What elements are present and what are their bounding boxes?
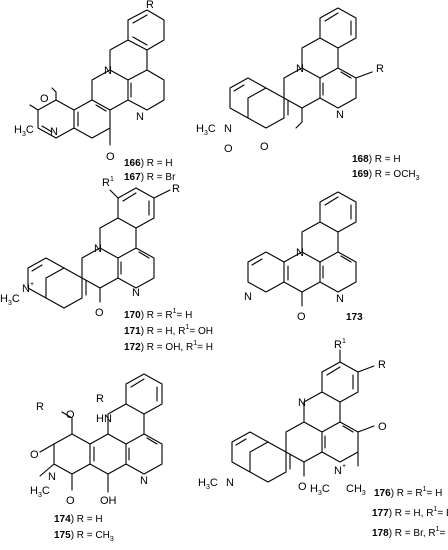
atom-N: N (48, 471, 56, 483)
atom-N: N (50, 126, 58, 138)
atom-O: O (30, 449, 39, 461)
atom-N: N (132, 287, 140, 299)
caption-173: 173 (346, 312, 363, 323)
atom-O: O (298, 481, 307, 493)
atom-HN: HN (96, 413, 112, 425)
atom-N: N (336, 293, 344, 305)
atom-N-plus: N+ (334, 463, 346, 477)
caption-166: 166) R = H (124, 158, 173, 169)
atom-R: R (378, 359, 386, 371)
atom-N: N (226, 477, 234, 489)
atom-methyl: CH3 (346, 483, 366, 497)
atom-R: R (96, 393, 104, 405)
atom-N: N (94, 243, 102, 255)
atom-O: O (40, 93, 49, 105)
caption-176: 176) R = R1= H (374, 486, 442, 499)
caption-169: 169) R = OCH3 (352, 169, 420, 182)
atom-R1: R1 (334, 338, 346, 351)
atom-R: R (36, 401, 44, 413)
atom-O: O (95, 307, 104, 319)
atom-methyl: H3C (196, 123, 216, 137)
caption-168: 168) R = H (352, 154, 401, 165)
atom-methyl: H3C (198, 477, 218, 491)
atom-R1: R1 (102, 176, 114, 189)
caption-171: 171) R = H, R1= OH (124, 324, 213, 337)
structure-176-178: R1 R N O N H3C N+ H3C CH3 O 176) R = R1=… (198, 338, 448, 539)
caption-175: 175) R = CH3 (54, 530, 114, 543)
caption-174: 174) R = H (54, 514, 103, 525)
caption-170: 170) R = R1= H (124, 308, 192, 321)
structure-170-172: R1 R N N+ H3C N O 170) R = R1= H 171) R … (0, 176, 213, 353)
caption-178: 178) R = Br, R1= H (372, 526, 448, 539)
atom-O: O (297, 311, 306, 323)
caption-177: 177) R = H, R1= Br (372, 506, 448, 519)
structure-173: N N N O 173 (244, 191, 363, 323)
atom-OH: OH (100, 495, 117, 507)
atom-methyl: H3C (0, 293, 20, 307)
atom-N: N (224, 123, 232, 135)
atom-R: R (376, 63, 384, 75)
atom-O: O (260, 141, 269, 153)
atom-O: O (66, 495, 75, 507)
atom-O: O (106, 151, 115, 163)
atom-R: R (146, 0, 154, 11)
structure-166-167: R N O N H3C N O 166) R = H 167) R = Br (14, 0, 176, 183)
atom-N: N (298, 397, 306, 409)
atom-N: N (336, 109, 344, 121)
atom-O: O (66, 409, 75, 421)
atom-methyl: H3C (310, 483, 330, 497)
atom-O: O (378, 421, 387, 433)
atom-O: O (224, 143, 233, 155)
atom-methyl: H3C (30, 485, 50, 499)
atom-R: R (172, 183, 180, 195)
atom-N-plus: N+ (22, 281, 34, 295)
atom-N: N (296, 247, 304, 259)
atom-methyl: H3C (14, 124, 34, 138)
structure-174-175: HN R O R O N H3C N O OH 174) R = H 175) … (30, 373, 163, 543)
structure-168-169: N R N H3C N O O 168) R = H 169) R = OCH3 (196, 7, 420, 182)
caption-172: 172) R = OH, R1= H (124, 340, 213, 353)
caption-167: 167) R = Br (124, 172, 176, 183)
atom-N: N (244, 291, 252, 303)
atom-N: N (136, 111, 144, 123)
atom-N: N (104, 65, 112, 77)
atom-N: N (296, 63, 304, 75)
atom-N: N (140, 475, 148, 487)
